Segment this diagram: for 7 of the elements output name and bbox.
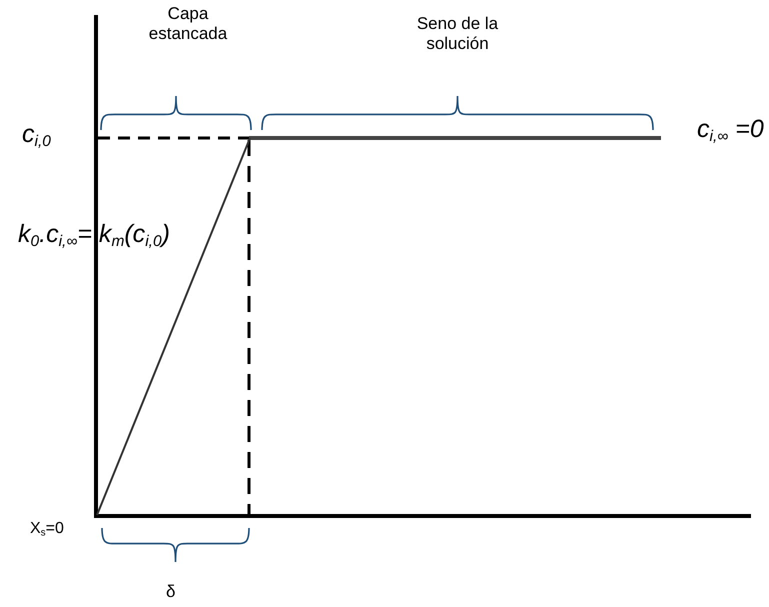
concentration-label: c$_{i,0}$	[22, 120, 51, 151]
axis-origin-label: X$_{s}$=0	[30, 520, 64, 539]
thickness-label: δ	[166, 582, 176, 602]
equation-text: k$_{0}$.c$_{i,∞}$= k$_{m}$(c$_{i,0}$)	[18, 220, 170, 251]
region-label: Capa estancada	[148, 4, 228, 44]
region-label: Seno de la solución	[416, 14, 500, 54]
concentration-label: c$_{i,∞}$ =0	[697, 115, 764, 146]
